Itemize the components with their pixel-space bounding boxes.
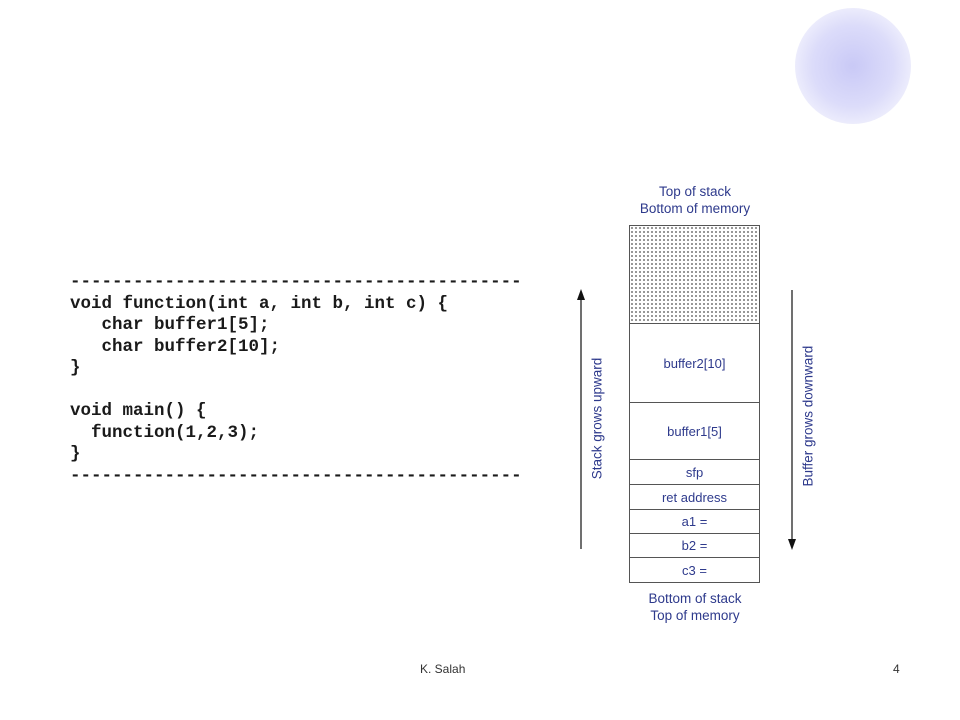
buffer-grows-downward-label: Buffer grows downward [800, 345, 816, 487]
unused-stack-region [629, 225, 760, 324]
footer-page-number: 4 [893, 662, 900, 676]
stack-cell-ret-address: ret address [629, 485, 760, 510]
stack-cell-sfp: sfp [629, 460, 760, 485]
code-block: ----------------------------------------… [70, 272, 520, 487]
footer-author: K. Salah [420, 662, 466, 676]
stack-grows-upward-label: Stack grows upward [589, 357, 605, 480]
stack-cell-buffer1: buffer1[5] [629, 403, 760, 460]
up-arrow-head [577, 289, 585, 300]
code-line: ----------------------------------------… [70, 272, 520, 292]
code-line: ----------------------------------------… [70, 465, 520, 486]
stack-diagram: buffer2[10] buffer1[5] sfp ret address a… [629, 225, 760, 583]
down-arrow-head [788, 539, 796, 550]
code-line: } [70, 444, 81, 464]
stack-bottom-label: Bottom of stack Top of memory [620, 590, 770, 624]
code-line: void main() { [70, 401, 207, 421]
stack-cell-buffer2: buffer2[10] [629, 324, 760, 403]
stack-cell-c3: c3 = [629, 558, 760, 583]
code-line: char buffer2[10]; [70, 336, 281, 357]
top-of-memory-text: Top of memory [650, 608, 740, 623]
top-of-stack-text: Top of stack [658, 184, 732, 199]
stack-cell-a1: a1 = [629, 510, 760, 534]
bottom-of-stack-text: Bottom of stack [648, 591, 742, 606]
bottom-of-memory-text: Bottom of memory [639, 201, 751, 216]
code-line: } [70, 358, 81, 378]
stack-cell-b2: b2 = [629, 534, 760, 558]
code-line: function(1,2,3); [70, 422, 260, 443]
code-line: char buffer1[5]; [70, 315, 270, 335]
code-line: void function(int a, int b, int c) { [70, 293, 449, 314]
stack-top-label: Top of stack Bottom of memory [620, 183, 770, 217]
